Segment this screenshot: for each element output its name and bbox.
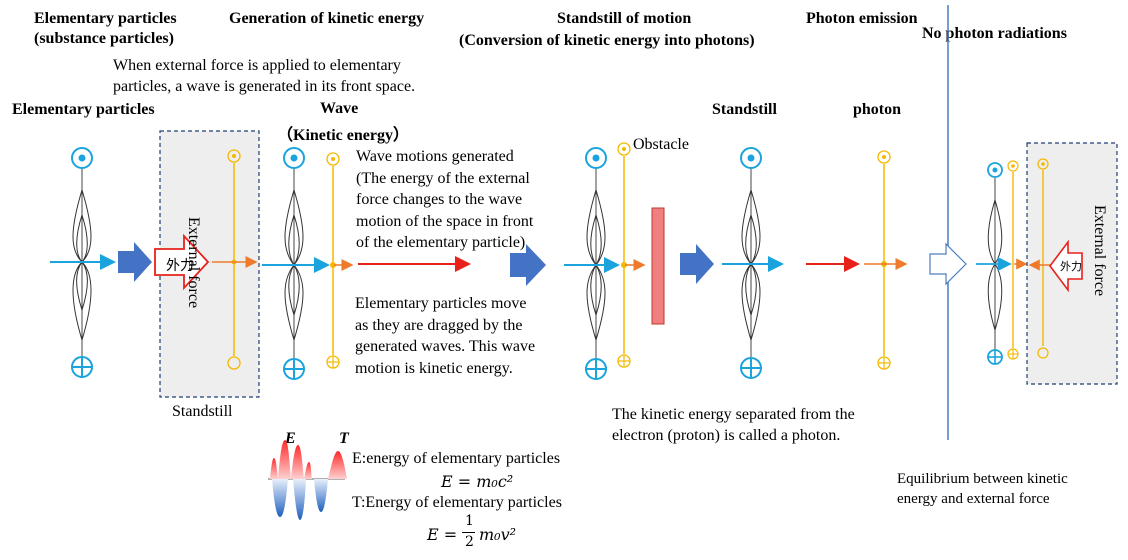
external-force-arrow bbox=[154, 233, 210, 291]
force-label-kanji-right: 外力 bbox=[1060, 261, 1082, 273]
header-elementary-particles-1: Elementary particles bbox=[34, 10, 177, 27]
wave-text-line: (The energy of the external bbox=[356, 169, 530, 187]
wave-text-line: of the elementary particle) bbox=[356, 234, 526, 251]
formula-E-label: E bbox=[285, 430, 296, 447]
energy-waveform-icon bbox=[268, 440, 347, 520]
label-obstacle: Obstacle bbox=[633, 136, 689, 153]
formula-t-description: T:Energy of elementary particles bbox=[352, 494, 562, 511]
photon-definition-text: The kinetic energy separated from the el… bbox=[612, 404, 855, 446]
label-kinetic-energy: （Kinetic energy） bbox=[277, 127, 409, 144]
photon-text-line: The kinetic energy separated from the bbox=[612, 406, 855, 423]
particle-column-5 bbox=[976, 162, 1012, 365]
header-kinetic-energy: Generation of kinetic energy bbox=[229, 10, 425, 27]
header-elementary-particles-2: (substance particles) bbox=[34, 30, 174, 47]
yellow-wave-line-6 bbox=[1037, 158, 1049, 359]
wave-text-line: motion of the space in front bbox=[356, 212, 534, 230]
move-text-line: as they are dragged by the bbox=[355, 316, 523, 334]
yellow-wave-line-2 bbox=[326, 152, 340, 369]
positive-pole-icon bbox=[585, 147, 607, 169]
positive-pole-icon bbox=[283, 147, 305, 169]
process-arrow-1 bbox=[118, 242, 152, 282]
formula-t-eq-lhs: E = bbox=[427, 525, 458, 544]
formula-t-eq-rhs: m₀v² bbox=[479, 525, 517, 544]
wave-text-line: force changes to the wave bbox=[356, 191, 523, 208]
positive-pole-icon bbox=[71, 147, 93, 169]
formula-fraction-bar bbox=[462, 532, 475, 533]
formula-e-equation: E = m₀c² bbox=[441, 472, 514, 491]
yellow-wave-line-3 bbox=[617, 142, 631, 368]
header-standstill-2: (Conversion of kinetic energy into photo… bbox=[459, 32, 755, 49]
obstacle-bar bbox=[651, 207, 665, 325]
yellow-wave-line-5 bbox=[1007, 160, 1019, 360]
process-arrow-3 bbox=[680, 244, 714, 284]
particle-column-3 bbox=[564, 147, 620, 380]
formula-e-description: E:energy of elementary particles bbox=[352, 450, 561, 467]
equilibrium-text-line: Equilibrium between kinetic bbox=[897, 471, 1068, 487]
transition-arrow bbox=[929, 242, 967, 286]
label-standstill: Standstill bbox=[712, 101, 777, 118]
wave-motions-text: Wave motions generated (The energy of th… bbox=[356, 146, 533, 254]
header-no-photon: No photon radiations bbox=[922, 25, 1067, 42]
equilibrium-text: Equilibrium between kinetic energy and e… bbox=[897, 469, 1068, 509]
equilibrium-text-line: energy and external force bbox=[897, 491, 1050, 507]
particle-column-1 bbox=[50, 147, 116, 378]
header-standstill-1: Standstill of motion bbox=[557, 10, 692, 27]
positive-pole-icon bbox=[740, 147, 762, 169]
photon-text-line: electron (proton) is called a photon. bbox=[612, 427, 841, 444]
label-wave: Wave bbox=[320, 100, 359, 117]
force-label-kanji: 外力 bbox=[166, 259, 194, 274]
intro-text-1: When external force is applied to elemen… bbox=[113, 57, 401, 74]
external-force-vertical-label: External force bbox=[185, 217, 202, 309]
particle-column-2 bbox=[262, 147, 330, 380]
formula-t-eq-denominator: 2 bbox=[465, 534, 474, 550]
yellow-wave-line-1 bbox=[227, 149, 241, 370]
external-force-vertical-label-right: External force bbox=[1091, 205, 1108, 297]
label-elementary-particles: Elementary particles bbox=[12, 101, 155, 118]
header-photon-emission: Photon emission bbox=[806, 10, 918, 27]
process-arrow-2 bbox=[510, 244, 546, 286]
label-standstill-below: Standstill bbox=[172, 403, 233, 420]
label-photon: photon bbox=[853, 101, 902, 118]
intro-text-2: particles, a wave is generated in its fr… bbox=[113, 78, 416, 95]
particle-column-4 bbox=[722, 147, 784, 379]
formula-T-label: T bbox=[339, 430, 349, 447]
move-text-line: motion is kinetic energy. bbox=[355, 359, 513, 377]
positive-pole-icon bbox=[987, 162, 1003, 178]
move-text-line: Elementary particles move bbox=[355, 295, 527, 312]
wave-text-line: Wave motions generated bbox=[356, 148, 514, 165]
move-text-line: generated waves. This wave bbox=[355, 338, 536, 355]
particles-move-text: Elementary particles move as they are dr… bbox=[355, 293, 535, 379]
photon-line bbox=[877, 150, 891, 370]
external-force-arrow-right bbox=[1049, 239, 1083, 293]
formula-t-eq-numerator: 1 bbox=[465, 513, 474, 529]
